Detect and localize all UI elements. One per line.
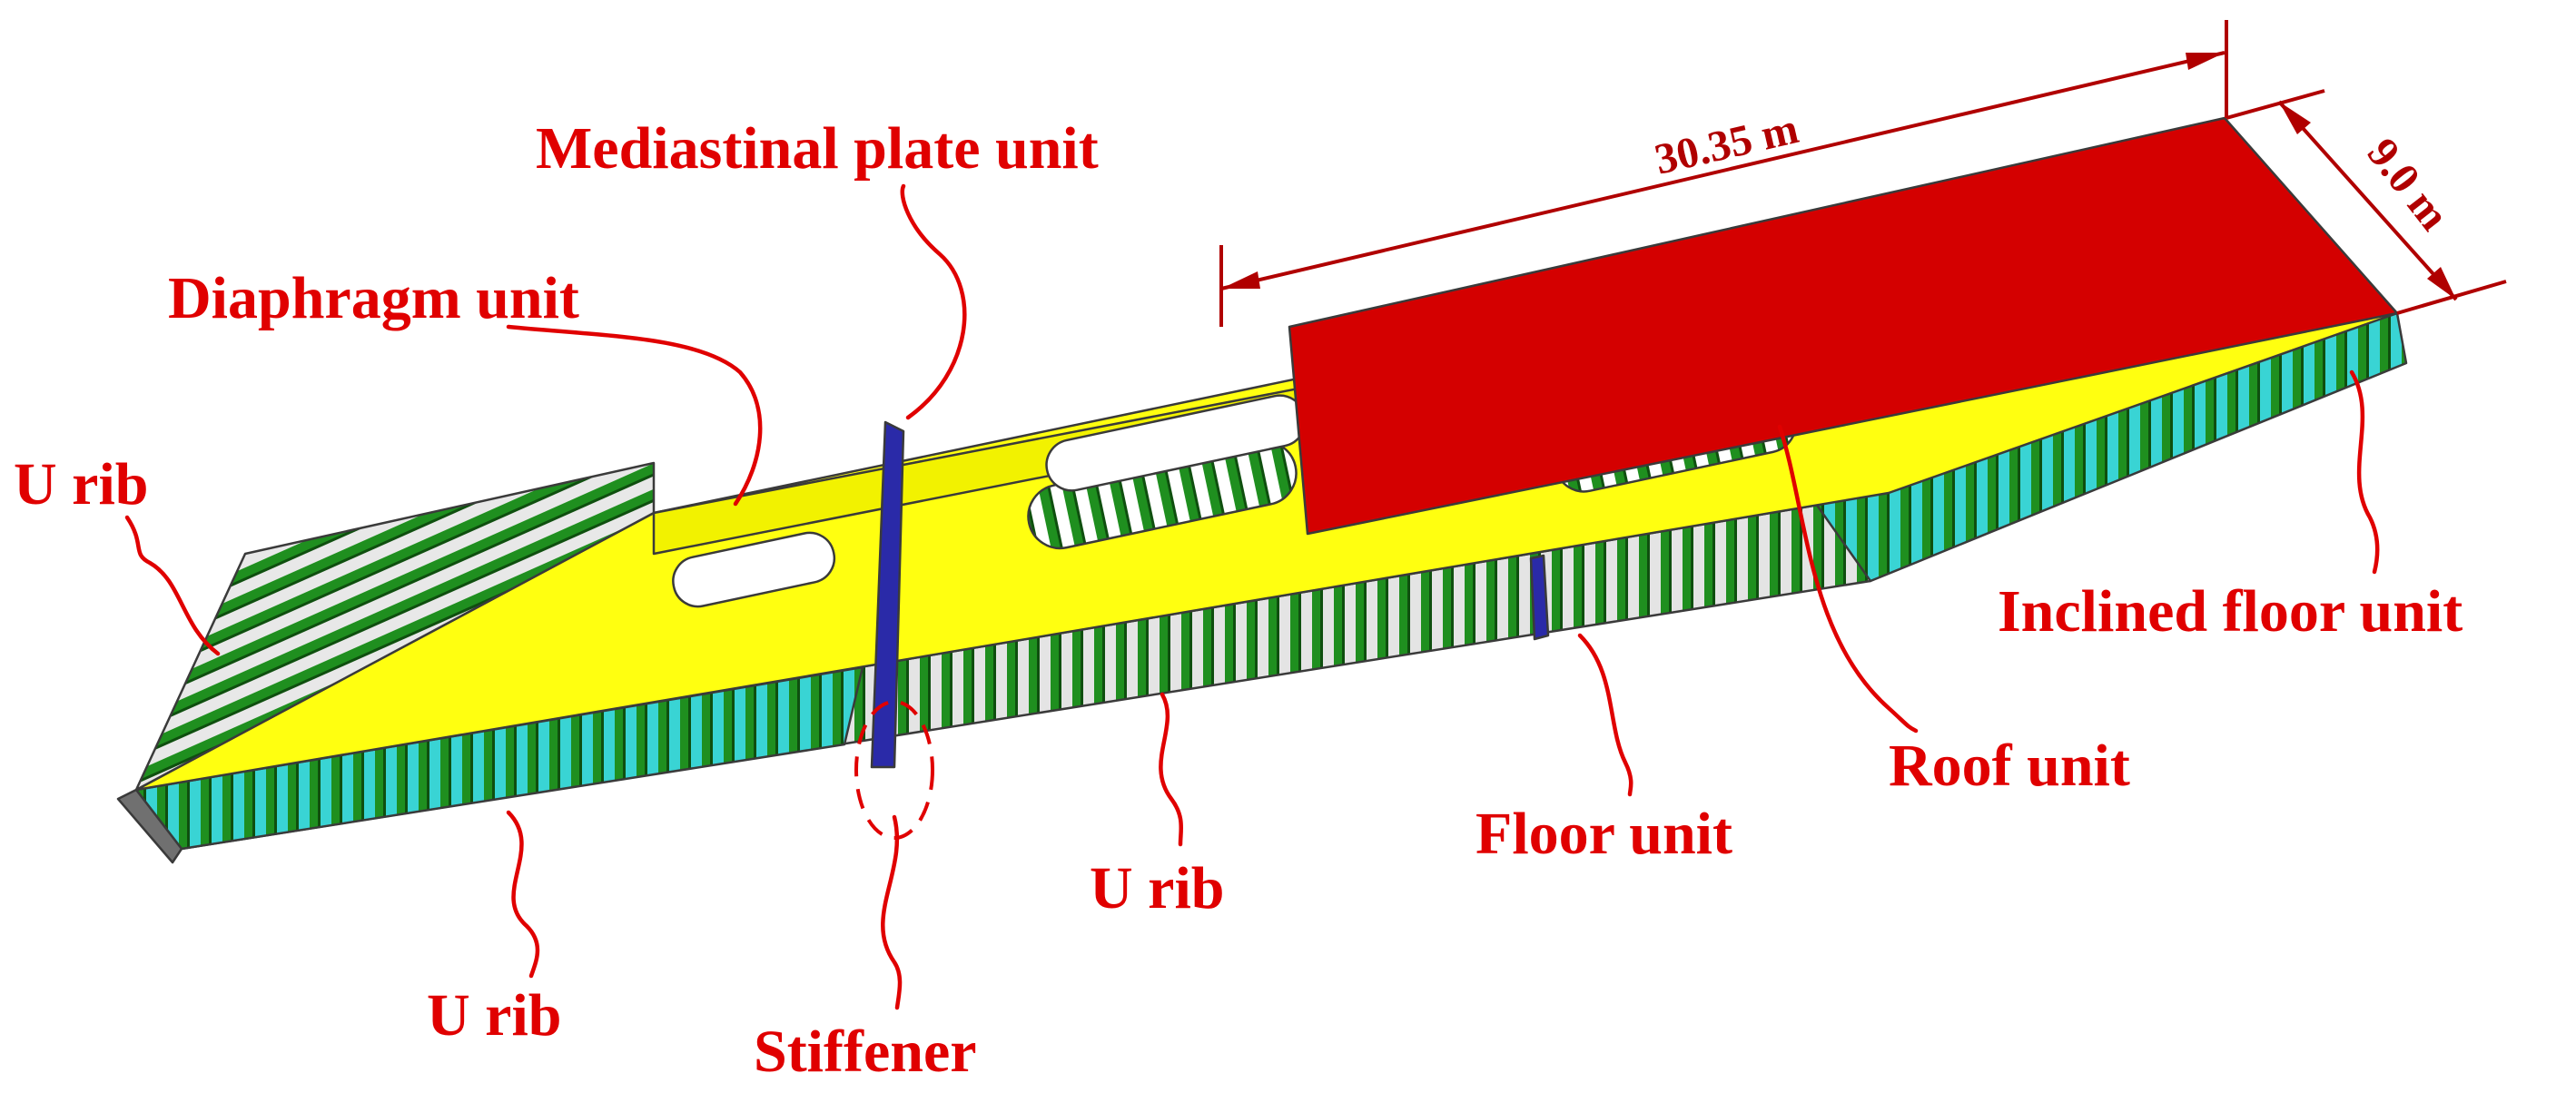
dimension-line-length <box>1220 51 2226 291</box>
stiffener-callout-circle <box>854 700 934 840</box>
floor-joint-stiffener <box>1529 554 1550 641</box>
label-diaphragm-unit: Diaphragm unit <box>168 265 579 331</box>
annotation-labels: Mediastinal plate unit Diaphragm unit U … <box>14 115 2462 1085</box>
label-u-rib-bottom: U rib <box>427 982 562 1049</box>
leader-stiffener <box>881 814 903 1010</box>
leader-u-rib-bottom <box>506 810 540 979</box>
u-rib-field-top <box>134 461 656 792</box>
label-u-rib-middle: U rib <box>1090 855 1225 921</box>
leader-lines <box>124 183 2380 1010</box>
mediastinal-plate-unit <box>870 420 905 769</box>
arrowhead-width-top <box>2279 102 2311 134</box>
label-u-rib-top-left: U rib <box>14 451 149 517</box>
label-roof-unit: Roof unit <box>1889 733 2130 799</box>
leader-floor-unit <box>1577 633 1633 797</box>
leader-u-rib-top-left <box>124 515 221 656</box>
label-mediastinal-plate-unit: Mediastinal plate unit <box>536 115 1099 182</box>
dimension-tick-width-top <box>2226 89 2325 120</box>
diaphragm-cutout-left <box>672 531 836 608</box>
leader-inclined-floor <box>2349 369 2380 575</box>
label-stiffener: Stiffener <box>754 1019 977 1085</box>
arrowhead-width-bottom <box>2427 267 2456 300</box>
dimension-line-width <box>2277 100 2458 301</box>
label-inclined-floor-unit: Inclined floor unit <box>1998 578 2462 645</box>
leader-mediastinal-plate <box>900 183 967 420</box>
girder-end-face <box>116 788 183 864</box>
arrowhead-length-right <box>2186 53 2225 70</box>
dimension-tick-width-bottom <box>2396 280 2507 315</box>
dimension-length-label: 30.35 m <box>1651 104 1803 184</box>
label-floor-unit: Floor unit <box>1476 801 1732 867</box>
dimension-width-label: 9.0 m <box>2358 130 2459 240</box>
leader-roof-unit <box>1777 424 1919 734</box>
arrowhead-length-left <box>1221 271 1260 289</box>
leader-u-rib-middle <box>1159 692 1184 847</box>
leader-diaphragm <box>506 324 763 507</box>
